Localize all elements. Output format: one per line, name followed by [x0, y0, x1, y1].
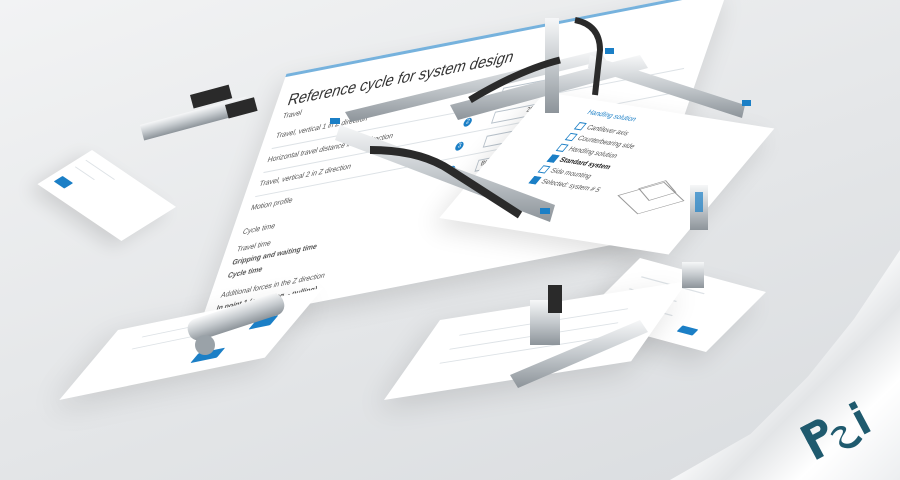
- axis-sketch-icon: [617, 180, 685, 215]
- servo-drive-drawing: [682, 185, 708, 288]
- actuator-drawing: [187, 293, 285, 355]
- handling-solution-panel: Handling solution Cantilever axis Counte…: [439, 92, 775, 255]
- linear-axis-drawing: [510, 285, 648, 388]
- psi-logo: [799, 401, 871, 460]
- cylinder-drawing: [140, 84, 258, 141]
